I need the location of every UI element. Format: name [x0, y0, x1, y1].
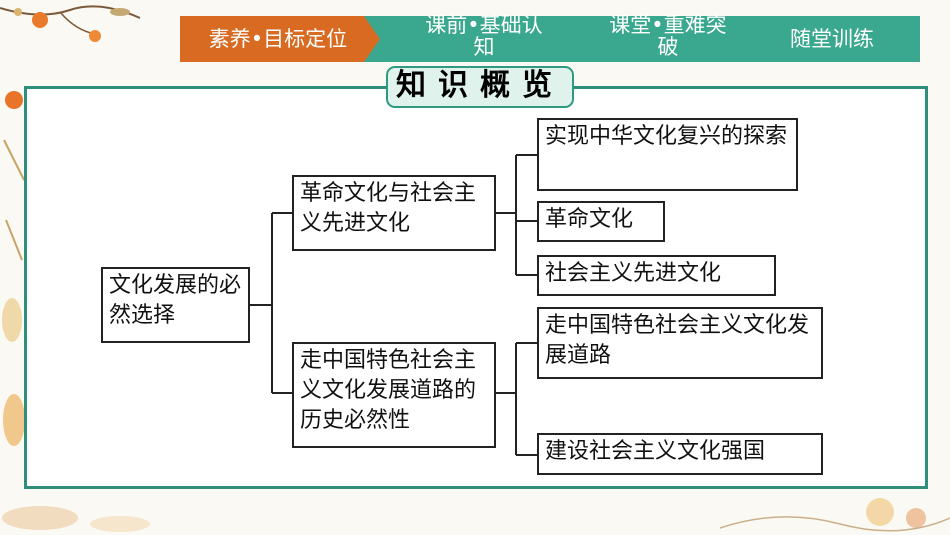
leaf-node-socialist-path: 走中国特色社会主义文化发展道路 [537, 307, 823, 379]
leaf-node-socialist-culture: 社会主义先进文化 [537, 255, 776, 296]
leaf-node-revival-exploration: 实现中华文化复兴的探索 [537, 118, 798, 191]
section-nav [180, 16, 920, 62]
flower-decoration-bottom-right [720, 498, 950, 532]
tab-shape-basic[interactable] [364, 16, 572, 62]
leaf-node-culture-power: 建设社会主义文化强国 [537, 433, 823, 475]
overview-title: 知识概览 [386, 66, 574, 108]
plant-decoration-left [2, 91, 25, 446]
tab-shape-key-points[interactable] [552, 16, 760, 62]
tab-practice[interactable]: 随堂训练 [790, 28, 874, 51]
tab-shape-practice[interactable] [740, 16, 920, 62]
branch-node-revolutionary-culture: 革命文化与社会主义先进文化 [292, 175, 496, 251]
tab-goals[interactable]: 素养•目标定位 [208, 28, 348, 51]
leaf-decoration-bottom-left [2, 506, 150, 532]
tab-shape-goals[interactable] [180, 16, 384, 62]
tab-key-points[interactable]: 课堂•重难突破 [609, 14, 727, 58]
tab-basic[interactable]: 课前•基础认知 [425, 14, 543, 58]
branch-node-cultural-path: 走中国特色社会主义文化发展道路的历史必然性 [292, 342, 496, 448]
root-node: 文化发展的必然选择 [101, 267, 250, 343]
persimmon-branch-decoration [0, 5, 141, 42]
leaf-node-revolutionary-culture: 革命文化 [537, 201, 665, 242]
